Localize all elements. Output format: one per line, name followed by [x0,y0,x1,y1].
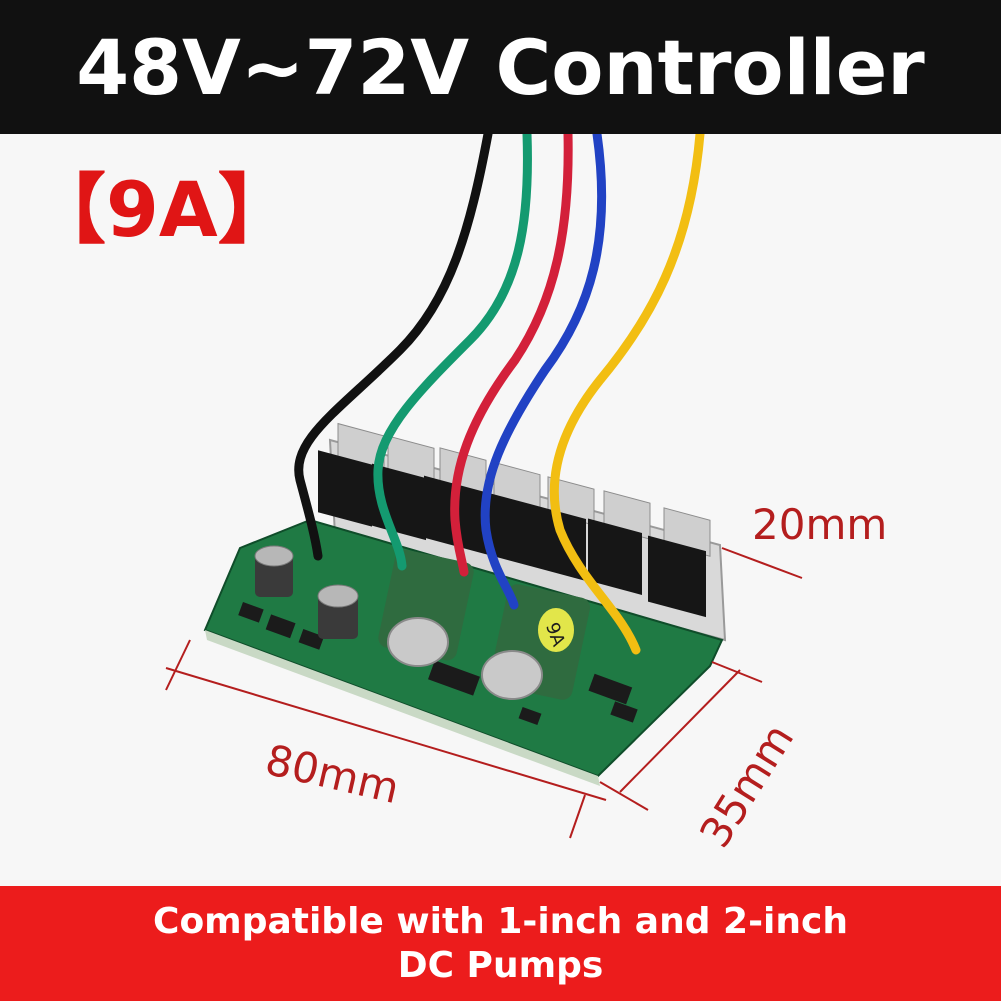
current-rating-badge: 【9A】 [30,165,294,254]
dimension-height-label: 20mm [752,500,888,549]
wire-yellow [549,129,705,655]
wire-blue [480,129,607,610]
dimension-line-width [619,669,741,793]
dimension-line-length [165,667,607,801]
transistor [318,422,385,527]
wire-black [294,129,493,561]
transistor-row [318,422,711,618]
compatibility-line-2: DC Pumps [397,944,604,986]
compatibility-line-1: Compatible with 1-inch and 2-inch [153,900,848,942]
compatibility-banner: Compatible with 1-inch and 2-inch DC Pum… [0,886,1001,1001]
wire-red [450,129,573,577]
wire-bundle [294,129,705,655]
capacitor-label-dot [538,608,574,652]
small-capacitor [254,545,294,597]
small-capacitor [317,584,359,639]
large-capacitor: 9A [481,584,591,700]
transistor [588,490,651,596]
dimension-lines [165,547,803,839]
product-title: 48V~72V Controller [76,22,925,112]
title-banner: 48V~72V Controller [0,0,1001,134]
dimension-line-height [721,547,803,579]
smd-components [238,602,638,726]
transistor [648,507,711,618]
pcb-edge [205,630,600,786]
wire-green [373,129,532,571]
large-capacitor [378,549,474,667]
